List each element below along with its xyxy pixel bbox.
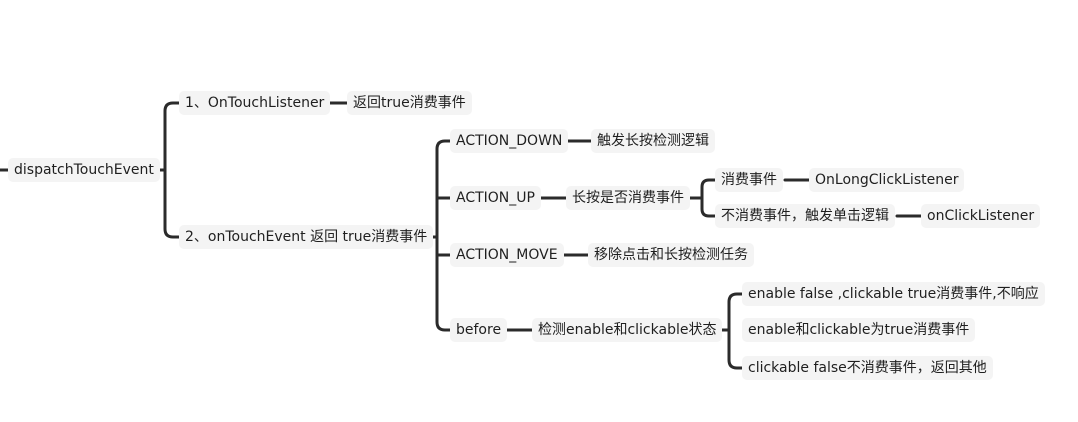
not-consume-click-node[interactable]: 不消费事件，触发单击逻辑 — [715, 204, 895, 228]
case-enable-true-node[interactable]: enable和clickable为true消费事件 — [742, 318, 976, 342]
on-long-click-listener-node[interactable]: OnLongClickListener — [809, 168, 965, 192]
remove-detect-task-node[interactable]: 移除点击和长按检测任务 — [588, 243, 754, 267]
on-touch-event-node[interactable]: 2、onTouchEvent 返回 true消费事件 — [179, 225, 434, 249]
before-node[interactable]: before — [450, 318, 508, 342]
action-down-node[interactable]: ACTION_DOWN — [450, 129, 569, 153]
state-check-node[interactable]: 检测enable和clickable状态 — [532, 318, 723, 342]
consume-event-node[interactable]: 消费事件 — [715, 168, 783, 192]
long-press-consume-check-node[interactable]: 长按是否消费事件 — [566, 186, 690, 210]
root-node[interactable]: dispatchTouchEvent — [8, 158, 160, 182]
long-press-detect-node[interactable]: 触发长按检测逻辑 — [591, 129, 715, 153]
action-up-node[interactable]: ACTION_UP — [450, 186, 541, 210]
return-true-consume-node[interactable]: 返回true消费事件 — [347, 91, 472, 115]
case-enable-false-node[interactable]: enable false ,clickable true消费事件,不响应 — [742, 282, 1045, 306]
long-press-bracket-line — [688, 178, 717, 218]
case-clickable-false-node[interactable]: clickable false不消费事件，返回其他 — [742, 356, 993, 380]
on-click-listener-node[interactable]: onClickListener — [921, 204, 1041, 228]
action-move-node[interactable]: ACTION_MOVE — [450, 243, 564, 267]
on-touch-listener-node[interactable]: 1、OnTouchListener — [179, 91, 331, 115]
